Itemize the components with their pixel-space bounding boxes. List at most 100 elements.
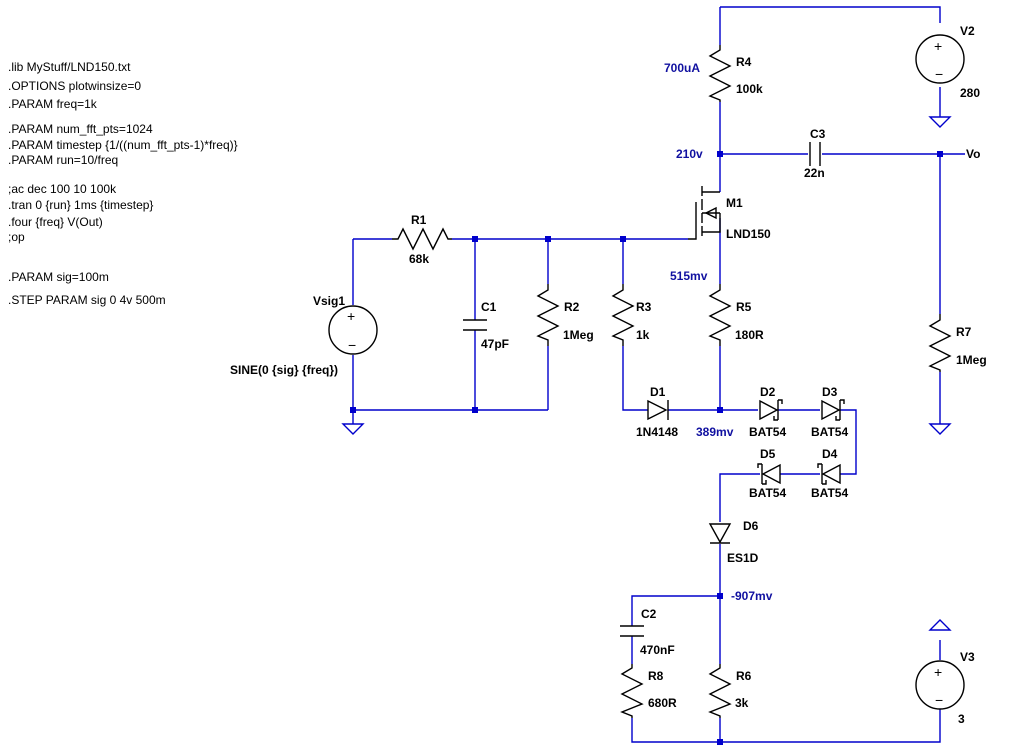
d5-name: D5 xyxy=(760,447,776,461)
r6-name: R6 xyxy=(736,669,752,683)
resistor-r5[interactable]: R5 180R xyxy=(708,284,764,346)
c1-value: 47pF xyxy=(481,337,509,351)
v3-value: 3 xyxy=(958,712,965,726)
junction-r3 xyxy=(620,236,626,242)
annotation-r4-current: 700uA xyxy=(664,61,700,75)
op-annotations: 700uA 210v 515mv 389mv -907mv xyxy=(664,61,773,603)
junction-bias xyxy=(717,593,723,599)
junction-r2 xyxy=(545,236,551,242)
directive-tran[interactable]: .tran 0 {run} 1ms {timestep} xyxy=(8,198,153,212)
d2-value: BAT54 xyxy=(749,425,786,439)
wire-top-supply[interactable] xyxy=(720,6,941,23)
diode-d4[interactable]: D4 BAT54 xyxy=(811,447,848,500)
r3-value: 1k xyxy=(636,328,650,342)
capacitor-c1[interactable]: C1 47pF xyxy=(463,300,509,351)
directive-ac[interactable]: ;ac dec 100 10 100k xyxy=(8,182,117,196)
directive-options[interactable]: .OPTIONS plotwinsize=0 xyxy=(8,79,141,93)
mosfet-m1[interactable]: M1 LND150 xyxy=(688,186,771,241)
r4-value: 100k xyxy=(736,82,763,96)
directive-step[interactable]: .STEP PARAM sig 0 4v 500m xyxy=(8,293,166,307)
resistor-r4[interactable]: R4 100k xyxy=(708,45,763,102)
resistor-r6[interactable]: R6 3k xyxy=(708,664,752,718)
r1-name: R1 xyxy=(411,213,427,227)
junction-vsig-gnd xyxy=(350,407,356,413)
wire-bottom-rail[interactable] xyxy=(631,709,941,743)
wire-c2-top[interactable] xyxy=(631,595,720,626)
junction-vo xyxy=(937,151,943,157)
diode-d1[interactable]: D1 1N4148 xyxy=(636,385,678,439)
junctions xyxy=(350,151,943,745)
directive-param-timestep[interactable]: .PARAM timestep {1/((num_fft_pts-1)*freq… xyxy=(8,138,238,152)
directive-four[interactable]: .four {freq} V(Out) xyxy=(8,215,103,229)
v3-plus: + xyxy=(934,664,942,680)
ground-icon-r7 xyxy=(928,423,952,435)
r7-value: 1Meg xyxy=(956,353,987,367)
v2-minus: − xyxy=(935,66,943,82)
c3-value: 22n xyxy=(804,166,825,180)
directive-param-run[interactable]: .PARAM run=10/freq xyxy=(8,153,118,167)
r6-value: 3k xyxy=(735,696,749,710)
r8-name: R8 xyxy=(648,669,664,683)
ground-icon-v2 xyxy=(928,116,952,128)
vsig1-minus: − xyxy=(348,337,356,353)
directive-op[interactable]: ;op xyxy=(8,230,25,244)
d6-name: D6 xyxy=(743,519,759,533)
wire-d3-d4[interactable] xyxy=(840,409,857,475)
ground-icon-vsig xyxy=(341,423,365,435)
r7-name: R7 xyxy=(956,325,972,339)
d3-name: D3 xyxy=(822,385,838,399)
spice-directives: .lib MyStuff/LND150.txt .OPTIONS plotwin… xyxy=(8,60,238,307)
v3-minus: − xyxy=(935,692,943,708)
d6-value: ES1D xyxy=(727,551,759,565)
directive-param-fft-pts[interactable]: .PARAM num_fft_pts=1024 xyxy=(8,122,153,136)
resistor-r1[interactable]: R1 68k xyxy=(392,213,452,266)
junction-c1-gnd xyxy=(472,407,478,413)
annotation-drain-voltage: 210v xyxy=(676,147,703,161)
d1-name: D1 xyxy=(650,385,666,399)
voltage-source-v2[interactable]: + − V2 280 xyxy=(915,24,980,100)
annotation-bias-voltage: -907mv xyxy=(731,589,773,603)
diode-d2[interactable]: D2 BAT54 xyxy=(749,385,786,439)
d4-name: D4 xyxy=(822,447,838,461)
resistor-r7[interactable]: R7 1Meg xyxy=(928,314,987,372)
resistor-r2[interactable]: R2 1Meg xyxy=(536,284,594,346)
junction-d1-d2 xyxy=(717,407,723,413)
r5-name: R5 xyxy=(736,300,752,314)
v2-plus: + xyxy=(934,38,942,54)
net-label-vo[interactable]: Vo xyxy=(966,147,980,161)
r1-value: 68k xyxy=(409,252,429,266)
vo-label: Vo xyxy=(966,147,980,161)
junction-bottom xyxy=(717,739,723,745)
vsig1-name: Vsig1 xyxy=(313,294,345,308)
d5-value: BAT54 xyxy=(749,486,786,500)
vsig1-plus: + xyxy=(347,308,355,324)
diode-d6[interactable]: D6 ES1D xyxy=(708,519,759,565)
junction-drain xyxy=(717,151,723,157)
v2-value: 280 xyxy=(960,86,980,100)
wire-r3-d1[interactable] xyxy=(622,346,648,411)
d2-name: D2 xyxy=(760,385,776,399)
resistor-r8[interactable]: R8 680R xyxy=(620,664,677,718)
capacitor-c2[interactable]: C2 470nF xyxy=(620,607,675,657)
capacitor-c3[interactable]: C3 22n xyxy=(804,127,826,180)
r2-name: R2 xyxy=(564,300,580,314)
annotation-source-voltage: 515mv xyxy=(670,269,708,283)
r5-value: 180R xyxy=(735,328,764,342)
v2-name: V2 xyxy=(960,24,975,38)
directive-param-sig[interactable]: .PARAM sig=100m xyxy=(8,270,109,284)
d1-value: 1N4148 xyxy=(636,425,678,439)
d4-value: BAT54 xyxy=(811,486,848,500)
voltage-source-vsig1[interactable]: + − Vsig1 SINE(0 {sig} {freq}) xyxy=(230,294,378,377)
resistor-r3[interactable]: R3 1k xyxy=(611,284,652,346)
wire-d5-d6[interactable] xyxy=(719,473,760,522)
diode-d3[interactable]: D3 BAT54 xyxy=(811,385,848,439)
diode-d5[interactable]: D5 BAT54 xyxy=(749,447,786,500)
directive-param-freq[interactable]: .PARAM freq=1k xyxy=(8,97,98,111)
vsig1-value: SINE(0 {sig} {freq}) xyxy=(230,363,338,377)
voltage-source-v3[interactable]: + − V3 3 xyxy=(915,650,975,726)
ground-icon-v3-inverted xyxy=(928,619,952,631)
m1-value: LND150 xyxy=(726,227,771,241)
r4-name: R4 xyxy=(736,55,752,69)
directive-lib[interactable]: .lib MyStuff/LND150.txt xyxy=(8,60,131,74)
junction-c1 xyxy=(472,236,478,242)
